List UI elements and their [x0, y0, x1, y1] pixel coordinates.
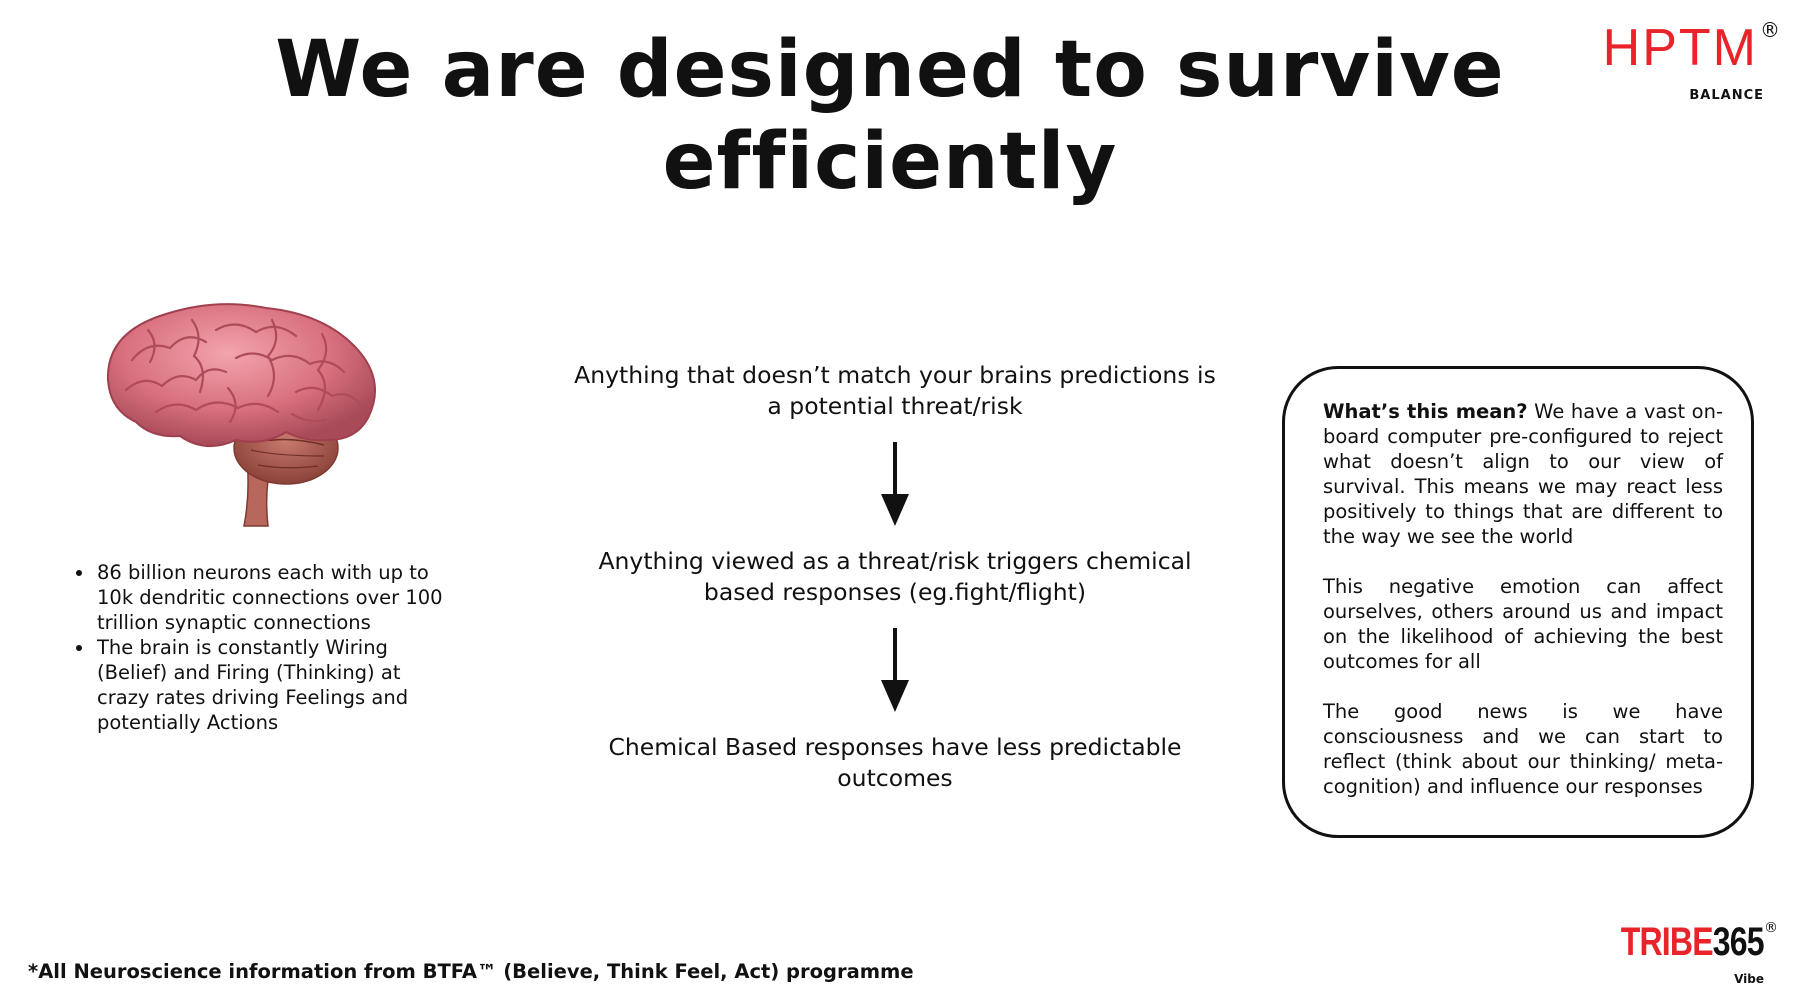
tribe365-logo-subtitle: Vibe [1734, 972, 1764, 986]
callout-paragraph-1-text: We have a vast on-board computer pre-con… [1323, 400, 1724, 548]
brain-fact-item: 86 billion neurons each with up to 10k d… [95, 560, 455, 635]
brain-illustration [106, 303, 376, 527]
hptm-logo-subtitle: BALANCE [1689, 88, 1764, 103]
slide-title-line-1: We are designed to survive [275, 25, 1505, 115]
arrow-down-icon [881, 628, 909, 712]
flow-step-outcome: Chemical Based responses have less predi… [608, 733, 1182, 792]
flow-step-threat: Anything viewed as a threat/risk trigger… [598, 547, 1192, 606]
meaning-callout-box: What’s this mean? We have a vast on-boar… [1282, 366, 1754, 838]
tribe365-logo-black-part: 365 [1713, 920, 1765, 964]
tribe365-logo-word: TRIBE365 [1621, 920, 1765, 965]
arrow-down-icon [881, 442, 909, 526]
flow-step-prediction: Anything that doesn’t match your brains … [574, 361, 1216, 420]
tribe365-logo-red-part: TRIBE [1621, 920, 1714, 964]
slide-title-line-2: efficiently [662, 117, 1118, 207]
hptm-logo: HPTM ® BALANCE [1586, 14, 1786, 104]
source-footnote: *All Neuroscience information from BTFA™… [28, 960, 914, 983]
hptm-registered-mark: ® [1760, 18, 1780, 42]
callout-heading: What’s this mean? [1323, 400, 1528, 423]
brain-fact-item: The brain is constantly Wiring (Belief) … [95, 635, 455, 735]
callout-paragraph-1: What’s this mean? We have a vast on-boar… [1323, 399, 1723, 549]
slide-title: We are designed to survive efficiently [260, 24, 1520, 208]
callout-paragraph-2: This negative emotion can affect ourselv… [1323, 575, 1723, 673]
tribe365-registered-mark: ® [1764, 920, 1778, 936]
tribe365-logo: TRIBE365 ® Vibe [1566, 920, 1786, 992]
callout-paragraph-3: The good news is we have consciousness a… [1323, 700, 1723, 798]
brain-facts-list: 86 billion neurons each with up to 10k d… [68, 560, 455, 735]
hptm-logo-word: HPTM [1602, 19, 1758, 77]
threat-response-flow: Anything that doesn’t match your brains … [570, 360, 1220, 794]
